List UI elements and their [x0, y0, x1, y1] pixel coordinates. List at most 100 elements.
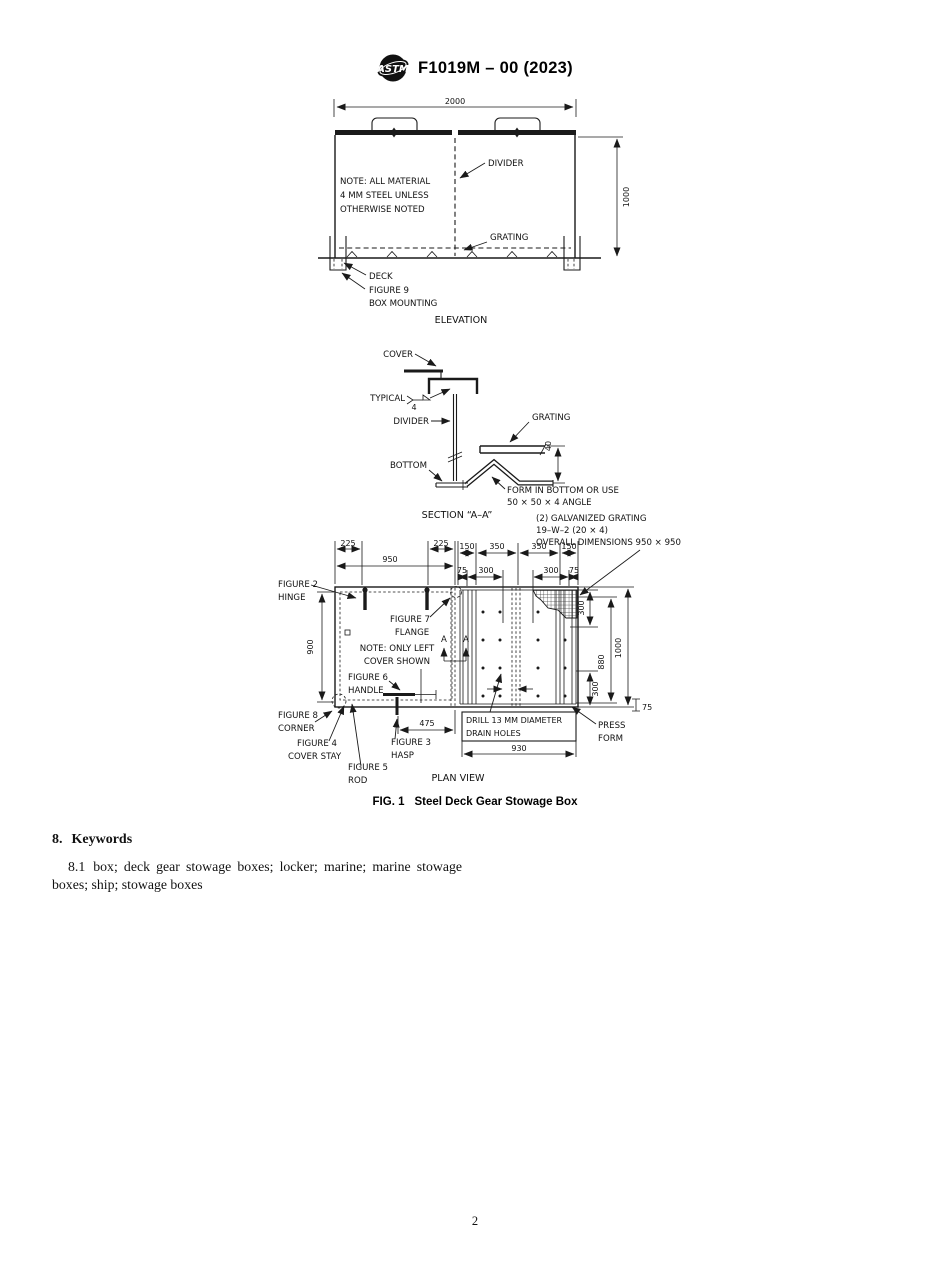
cover-note-1: NOTE: ONLY LEFT: [360, 644, 435, 654]
figure-caption: FIG. 1 Steel Deck Gear Stowage Box: [0, 796, 950, 808]
figure-caption-text: Steel Deck Gear Stowage Box: [414, 796, 578, 808]
elevation-divider-label: DIVIDER: [488, 159, 524, 169]
astm-logo: ASTM: [377, 54, 409, 82]
elevation-box-outline: [318, 117, 601, 271]
plan-right-dims-geometry: [570, 586, 640, 712]
plan-dim-950: 950: [382, 555, 397, 564]
section-cut-arrows: [440, 647, 470, 662]
elevation-grating-label: GRATING: [490, 233, 528, 243]
press-form-callout-2: FORM: [598, 734, 623, 744]
section-grating-geometry: [479, 443, 547, 456]
section-caption: SECTION “A–A”: [422, 510, 493, 521]
flange-detail-circle: [450, 586, 462, 598]
plan-dim-300-bottom: 300: [591, 681, 600, 696]
section-typical-label: TYPICAL: [369, 394, 405, 404]
handle-geometry: [383, 669, 437, 703]
drain-hole-dots: [481, 610, 567, 698]
cover-note-2: COVER SHOWN: [364, 657, 430, 667]
section-form-note-1: FORM IN BOTTOM OR USE: [507, 486, 619, 496]
elevation-dim-2000: 2000: [445, 97, 465, 106]
plan-dim-900: 900: [306, 639, 315, 654]
plan-dim-930-geometry: [461, 741, 577, 758]
elevation-caption: ELEVATION: [435, 315, 488, 326]
section-dim-40: 40: [544, 441, 553, 451]
page-header: ASTM F1019M – 00 (2023): [0, 50, 950, 86]
plan-view: (2) GALVANIZED GRATING 19–W–2 (20 × 4) O…: [278, 514, 681, 786]
elevation-deck-label: DECK: [369, 272, 393, 282]
cover-stay-callout-2: COVER STAY: [288, 752, 342, 762]
flange-callout-2: FLANGE: [395, 628, 429, 638]
page-number: 2: [471, 1214, 479, 1228]
section-bottom-label: BOTTOM: [390, 461, 427, 471]
section-bottom-geometry: [435, 458, 554, 490]
plan-dim-350-b: 350: [531, 542, 546, 551]
plan-dim-900-geometry: [317, 591, 334, 703]
elevation-note-line1: NOTE: ALL MATERIAL: [340, 177, 430, 187]
drill-note-box: [461, 711, 577, 742]
plan-top-dim-geometry: [334, 541, 579, 623]
section-aa-view: COVER TYPICAL 4 DIVIDER GRATING: [369, 350, 619, 521]
document-title: F1019M – 00 (2023): [418, 58, 573, 77]
section-cover-geometry: [404, 369, 479, 394]
plan-dim-300-b: 300: [543, 566, 558, 575]
plan-dim-475-geometry: [397, 710, 456, 734]
elevation-note-line3: OTHERWISE NOTED: [340, 205, 425, 215]
elevation-mounting-label-1: FIGURE 9: [369, 286, 409, 296]
plan-dim-75-right: 75: [642, 703, 652, 712]
keywords-heading-number: 8.: [52, 832, 63, 847]
plan-grating-note-3: OVERALL DIMENSIONS 950 × 950: [536, 538, 681, 548]
keywords-heading: 8. Keywords: [52, 832, 462, 848]
plan-dim-225-right: 225: [433, 539, 448, 548]
drill-note-1: DRILL 13 MM DIAMETER: [466, 716, 562, 725]
figure-1-drawing: 2000 NOTE: ALL MATERIAL 4 MM STEEL UNLES…: [278, 97, 681, 786]
elevation-dim-1000: 1000: [622, 187, 631, 207]
elevation-view: 2000 NOTE: ALL MATERIAL 4 MM STEEL UNLES…: [318, 97, 631, 326]
keywords-item-number: 8.1: [68, 859, 86, 874]
plan-dim-350-a: 350: [489, 542, 504, 551]
elevation-dim-2000-geometry: [333, 99, 577, 117]
plan-grating-note-1: (2) GALVANIZED GRATING: [536, 514, 647, 524]
section-cut-letter-right: A: [463, 635, 469, 645]
rod-callout-1: FIGURE 5: [348, 763, 388, 773]
section-divider-geometry: [447, 394, 463, 481]
hinge-callout-2: HINGE: [278, 593, 306, 603]
plan-dim-300-top: 300: [577, 600, 586, 615]
handle-callout-1: FIGURE 6: [348, 673, 388, 683]
flange-callout-1: FIGURE 7: [390, 615, 430, 625]
section-divider-label: DIVIDER: [393, 417, 429, 427]
plan-grating-note-2: 19–W–2 (20 × 4): [536, 526, 608, 536]
rod-callout-2: ROD: [348, 776, 368, 786]
hasp-callout-1: FIGURE 3: [391, 738, 431, 748]
plan-dim-75-a: 75: [457, 566, 467, 575]
plan-box-geometry: [334, 586, 579, 708]
corner-detail-circle: [331, 693, 347, 709]
astm-logo-text: ASTM: [377, 64, 409, 75]
plan-dim-150-a: 150: [459, 542, 474, 551]
weld-symbol: [406, 388, 451, 405]
cover-stay-callout-1: FIGURE 4: [297, 739, 337, 749]
corner-callout-1: FIGURE 8: [278, 711, 318, 721]
plan-dim-475: 475: [419, 719, 434, 728]
plan-dim-225-left: 225: [340, 539, 355, 548]
keywords-text: box; deck gear stowage boxes; locker; ma…: [52, 859, 462, 893]
elevation-mounting-label-2: BOX MOUNTING: [369, 299, 437, 309]
press-form-callout-1: PRESS: [598, 721, 626, 731]
plan-dim-150-b: 150: [561, 542, 576, 551]
elevation-note-line2: 4 MM STEEL UNLESS: [340, 191, 429, 201]
plan-dim-1000: 1000: [614, 638, 623, 658]
keywords-heading-text: Keywords: [71, 832, 133, 847]
hinge-callout-1: FIGURE 2: [278, 580, 318, 590]
plan-dim-300-a: 300: [478, 566, 493, 575]
weld-size: 4: [411, 403, 416, 412]
plan-caption: PLAN VIEW: [431, 773, 485, 784]
elevation-dim-1000-geometry: [578, 136, 623, 257]
corner-callout-2: CORNER: [278, 724, 315, 734]
section-cover-label: COVER: [383, 350, 413, 360]
section-form-note-2: 50 × 50 × 4 ANGLE: [507, 498, 592, 508]
plan-dim-930: 930: [511, 744, 526, 753]
handle-callout-2: HANDLE: [348, 686, 384, 696]
figure-caption-label: FIG. 1: [372, 796, 405, 808]
plan-dim-75-b: 75: [569, 566, 579, 575]
